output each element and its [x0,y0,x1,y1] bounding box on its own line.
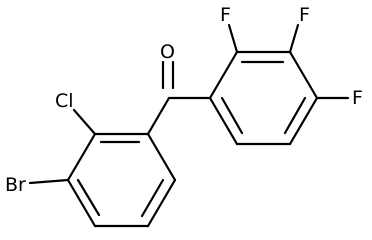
right-ring-double-bond [283,96,307,135]
right-ring-bond [208,96,239,146]
chemical-structure-diagram: O Cl Br F F F [5,4,363,228]
right-ring-bond [288,50,319,100]
right-ring-double-bond [220,96,244,135]
fluorine-bond [288,23,300,54]
chlorine-label: Cl [55,90,74,112]
right-ring-bond [288,96,319,146]
left-ring-bond [66,132,97,182]
left-ring-double-bond [76,178,101,217]
fluorine-label-4: F [352,87,363,109]
left-ring-double-bond [140,178,165,218]
fluorine-bond [227,23,239,54]
fluorine-label-3: F [299,4,310,26]
bromine-label: Br [5,174,26,196]
left-ring-bond [66,178,97,228]
fluorine-label-2: F [220,4,231,26]
chlorine-bond [72,108,97,136]
right-ring-bond [208,50,239,100]
left-ring-bond [146,132,177,182]
bromine-bond [28,178,70,185]
left-ring-bond [146,178,177,228]
carbonyl-bond [146,96,171,136]
oxygen-label: O [160,41,175,63]
